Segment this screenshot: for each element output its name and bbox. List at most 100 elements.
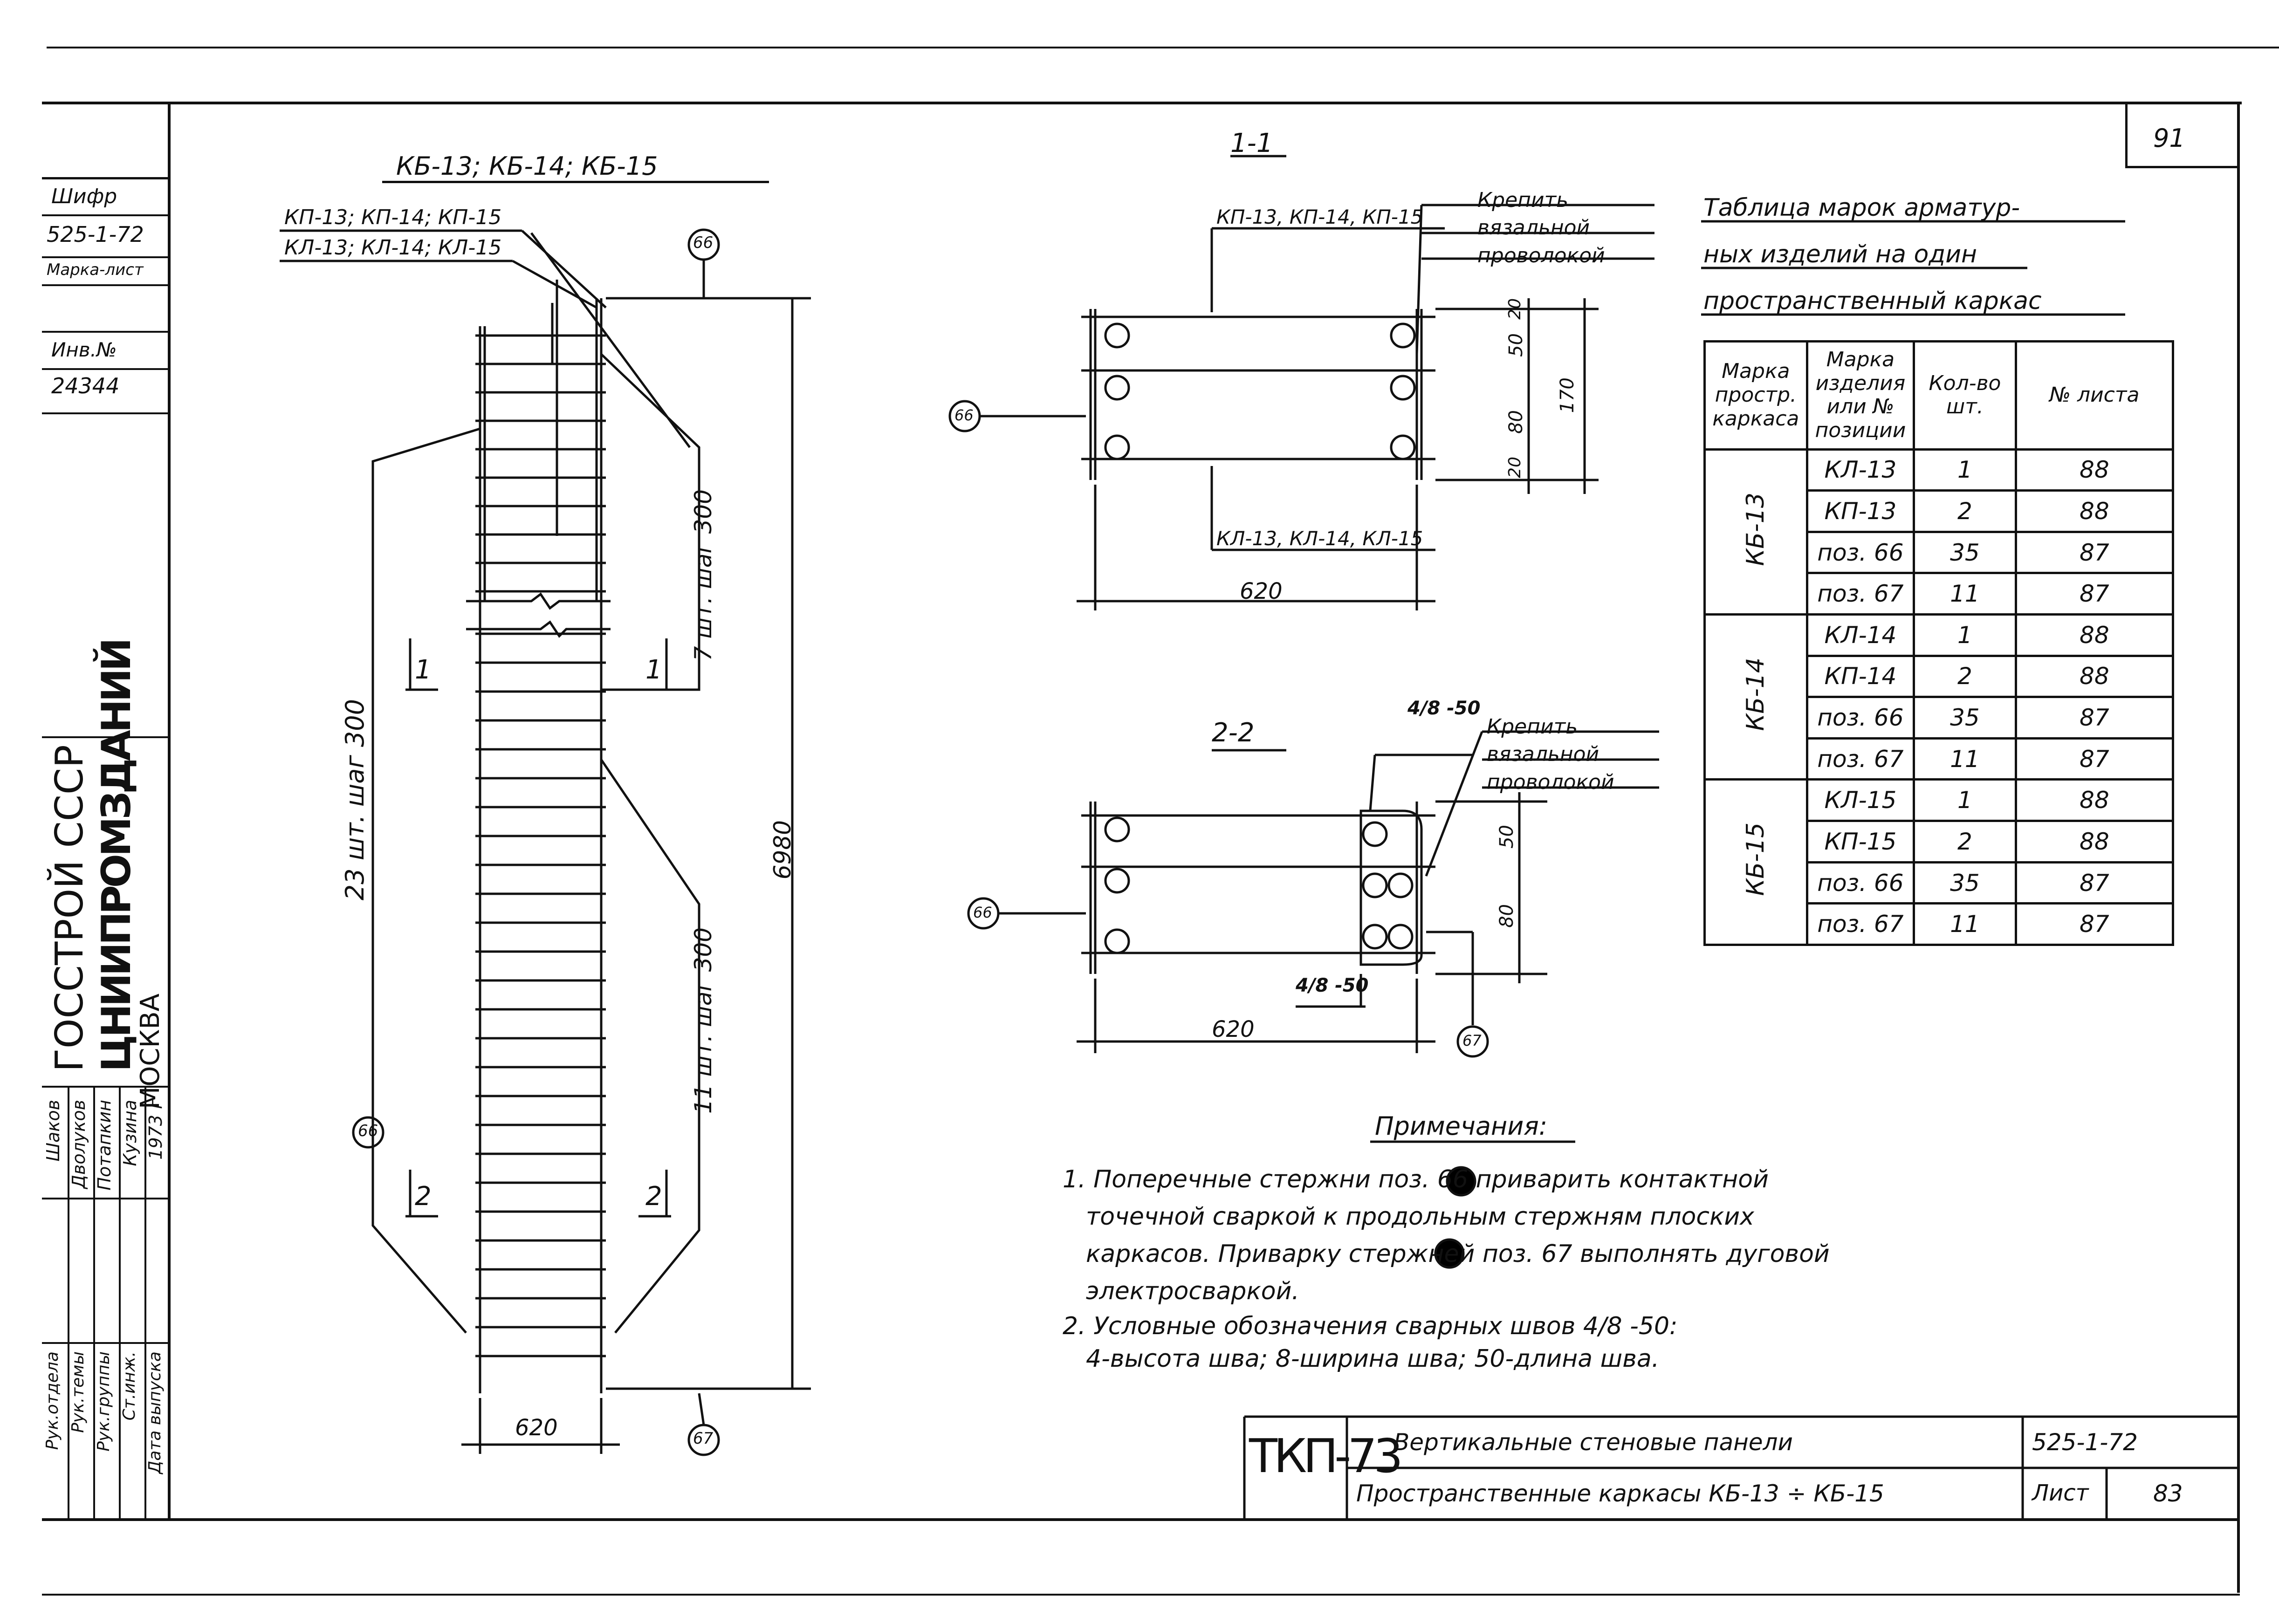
cell-qty: 1 xyxy=(1913,448,2017,492)
cell-sheet: 88 xyxy=(2014,820,2175,863)
dim-right-lower: 11 шт. шаг 300 xyxy=(690,927,717,1114)
stamp-sheet-label: Лист xyxy=(2032,1480,2089,1506)
section-1-label-bottom: КЛ-13, КЛ-14, КЛ-15 xyxy=(1216,527,1423,550)
frame-mark: КБ-13 xyxy=(1742,492,1770,566)
side-block: Шифр 525-1-72 Марка-лист Инв.№ 24344 ГОС… xyxy=(42,177,168,1519)
table-title-2: ных изделий на один xyxy=(1703,240,1977,268)
cut-2-left: 2 xyxy=(415,1181,432,1212)
marks-table: Марка простр. каркаса Марка изделия или … xyxy=(1703,340,2175,946)
note-line-2: точечной сваркой к продольным стержням п… xyxy=(1086,1203,1754,1231)
cell-item: поз. 66 xyxy=(1805,530,1915,575)
left-title-underline xyxy=(382,181,769,183)
cell-sheet: 88 xyxy=(2014,613,2175,657)
inv-label: Инв.№ xyxy=(51,338,117,361)
header-frame: Марка простр. каркаса xyxy=(1703,340,1808,451)
stamp-series: 525-1-72 xyxy=(2032,1429,2138,1456)
cell-qty: 35 xyxy=(1913,861,2017,905)
cell-sheet: 87 xyxy=(2014,902,2175,946)
section-2-weld-top: 4/8 -50 xyxy=(1407,698,1481,719)
section-2-note: Крепить вязальной проволокой xyxy=(1487,715,1614,794)
cell-sheet: 88 xyxy=(2014,448,2175,492)
cell-qty: 2 xyxy=(1913,654,2017,699)
frame-mark: КБ-15 xyxy=(1742,822,1770,896)
table-header-row: Марка простр. каркаса Марка изделия или … xyxy=(1703,340,2175,451)
cell-sheet: 87 xyxy=(2014,861,2175,905)
cell-item: поз. 67 xyxy=(1805,572,1915,616)
frame-mark-cell: КБ-13 xyxy=(1703,448,1808,616)
cell-item: поз. 66 xyxy=(1805,696,1915,740)
note-line-5: 2. Условные обозначения сварных швов 4/8… xyxy=(1063,1312,1678,1340)
cut-1-left: 1 xyxy=(415,655,432,685)
section-1-label-top: КП-13, КП-14, КП-15 xyxy=(1216,206,1423,228)
dim-right-upper: 7 шт. шаг 300 xyxy=(690,489,717,661)
cell-qty: 11 xyxy=(1913,737,2017,781)
frame-bottom-border xyxy=(42,1518,2240,1521)
cell-sheet: 88 xyxy=(2014,654,2175,699)
cell-qty: 11 xyxy=(1913,572,2017,616)
dim-left: 23 шт. шаг 300 xyxy=(340,699,370,901)
left-pos-66-top: 66 xyxy=(693,233,714,252)
note-line-6: 4-высота шва; 8-ширина шва; 50-длина шва… xyxy=(1086,1345,1660,1373)
cut-2-right: 2 xyxy=(645,1181,662,1212)
header-item: Марка изделия или № позиции xyxy=(1805,340,1915,451)
cell-item: КЛ-13 xyxy=(1805,448,1915,492)
left-drawing-title: КБ-13; КБ-14; КБ-15 xyxy=(396,151,658,181)
cell-item: поз. 67 xyxy=(1805,902,1915,946)
cipher-value: 525-1-72 xyxy=(47,222,144,247)
stamp-code: ТКП-73 xyxy=(1249,1429,1403,1483)
cell-item: поз. 67 xyxy=(1805,737,1915,781)
section-1-note: Крепить вязальной проволокой xyxy=(1477,188,1605,267)
cell-item: КЛ-15 xyxy=(1805,778,1915,822)
bottom-margin-line xyxy=(42,1594,2240,1596)
stamp-line-2: Пространственные каркасы КБ-13 ÷ КБ-15 xyxy=(1356,1480,1884,1507)
frame-mark: КБ-14 xyxy=(1742,658,1770,731)
section-2-dim-2: 80 xyxy=(1496,904,1517,928)
section-1-dim-4: 20 xyxy=(1505,457,1524,478)
mark-sheet-label: Марка-лист xyxy=(47,260,144,279)
inv-value: 24344 xyxy=(51,373,120,398)
cell-qty: 2 xyxy=(1913,820,2017,863)
section-1-dim-2: 50 xyxy=(1505,333,1527,357)
cell-qty: 35 xyxy=(1913,696,2017,740)
section-2-pos-67: 67 xyxy=(1462,1032,1482,1049)
cell-qty: 1 xyxy=(1913,613,2017,657)
sheet-number-box-bottom xyxy=(2125,166,2239,168)
note-line-3: каркасов. Приварку стержней поз. 67 выпо… xyxy=(1086,1240,1830,1268)
cell-item: КЛ-14 xyxy=(1805,613,1915,657)
section-1-pos: 66 xyxy=(954,406,974,424)
cell-qty: 1 xyxy=(1913,778,2017,822)
cell-qty: 11 xyxy=(1913,902,2017,946)
section-2-dim-1: 50 xyxy=(1496,825,1517,849)
left-pos-66-mid: 66 xyxy=(358,1122,378,1140)
cell-sheet: 87 xyxy=(2014,530,2175,575)
header-qty: Кол-во шт. xyxy=(1913,340,2017,451)
sheet-number-box-left xyxy=(2125,102,2128,167)
section-2-title: 2-2 xyxy=(1212,718,1255,748)
stamp-sheet-value: 83 xyxy=(2153,1480,2183,1507)
table-title-3: пространственный каркас xyxy=(1703,287,2042,315)
cell-sheet: 87 xyxy=(2014,572,2175,616)
frame-right-border xyxy=(2237,102,2240,1593)
cell-item: КП-14 xyxy=(1805,654,1915,699)
left-pos-67: 67 xyxy=(693,1429,714,1448)
cipher-label: Шифр xyxy=(51,185,117,208)
cut-1-right: 1 xyxy=(645,655,662,685)
left-label-kl: КЛ-13; КЛ-14; КЛ-15 xyxy=(284,236,502,260)
dim-width-left: 620 xyxy=(515,1415,558,1441)
cell-qty: 2 xyxy=(1913,489,2017,533)
notes-title: Примечания: xyxy=(1375,1111,1548,1141)
frame-mark-cell: КБ-15 xyxy=(1703,778,1808,946)
cell-sheet: 88 xyxy=(2014,489,2175,533)
note-line-4: электросваркой. xyxy=(1086,1277,1299,1305)
section-1-dim-total: 170 xyxy=(1557,377,1578,413)
section-1-dim-1: 20 xyxy=(1505,298,1524,320)
